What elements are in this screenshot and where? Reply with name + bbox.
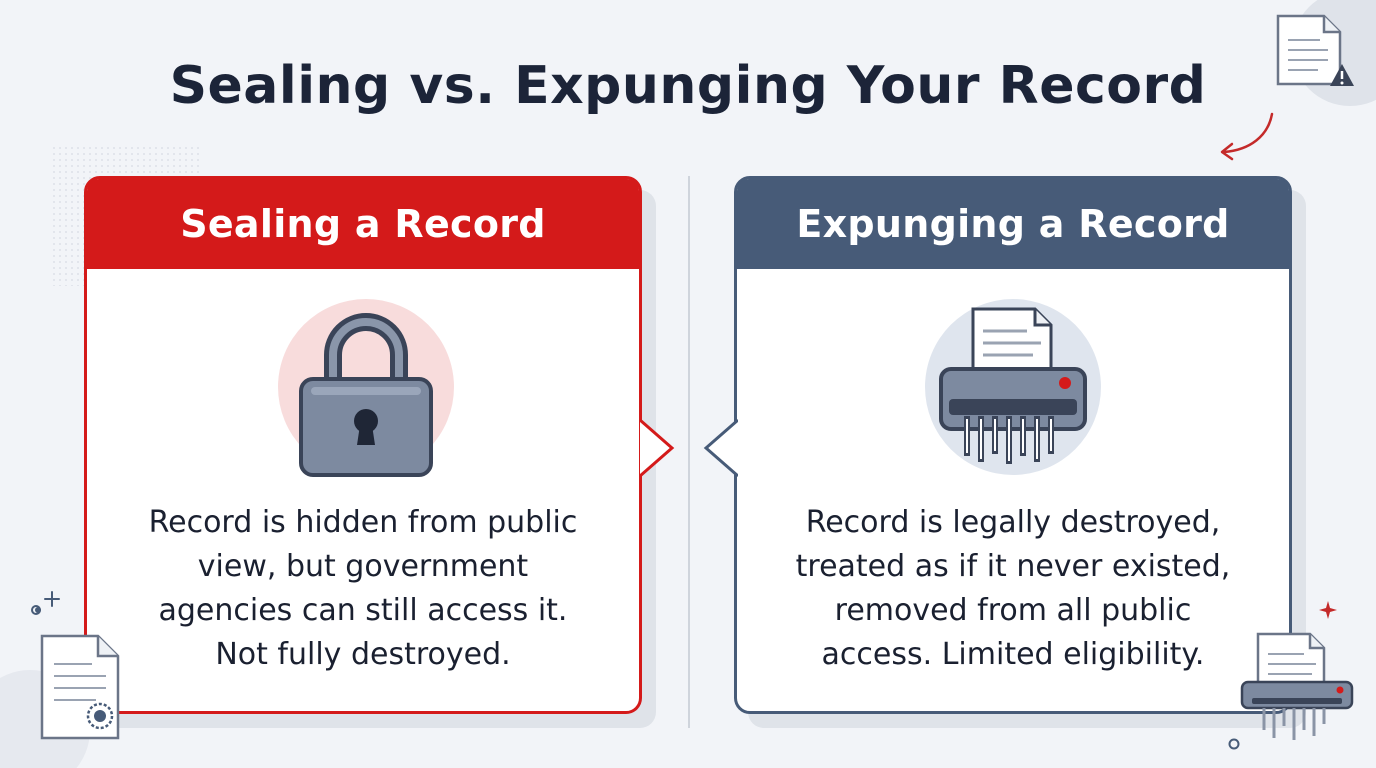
shredder-icon	[925, 299, 1101, 475]
sealing-description: Record is hidden from public view, but g…	[148, 505, 578, 672]
expunging-card-heading: Expunging a Record	[796, 202, 1230, 246]
curved-arrow-icon	[1220, 112, 1274, 161]
left-card-notch	[640, 418, 675, 478]
expunging-card: Expunging a Record Record	[734, 176, 1292, 714]
sparkle-icon	[1319, 601, 1337, 619]
document-seal-icon	[0, 591, 120, 768]
right-card-notch	[703, 418, 738, 478]
expunging-card-header: Expunging a Record	[737, 179, 1289, 269]
center-divider	[688, 176, 690, 728]
document-warning-icon	[1276, 0, 1376, 106]
sealing-card-header: Sealing a Record	[87, 179, 639, 269]
sealing-card-heading: Sealing a Record	[180, 202, 546, 246]
document-shredder-icon	[1228, 632, 1354, 750]
page-title: Sealing vs. Expunging Your Record	[169, 56, 1207, 116]
expunging-description: Record is legally destroyed, treated as …	[795, 505, 1231, 672]
sealing-card: Sealing a Record Record is hidden from p…	[84, 176, 642, 714]
padlock-icon	[278, 299, 454, 477]
